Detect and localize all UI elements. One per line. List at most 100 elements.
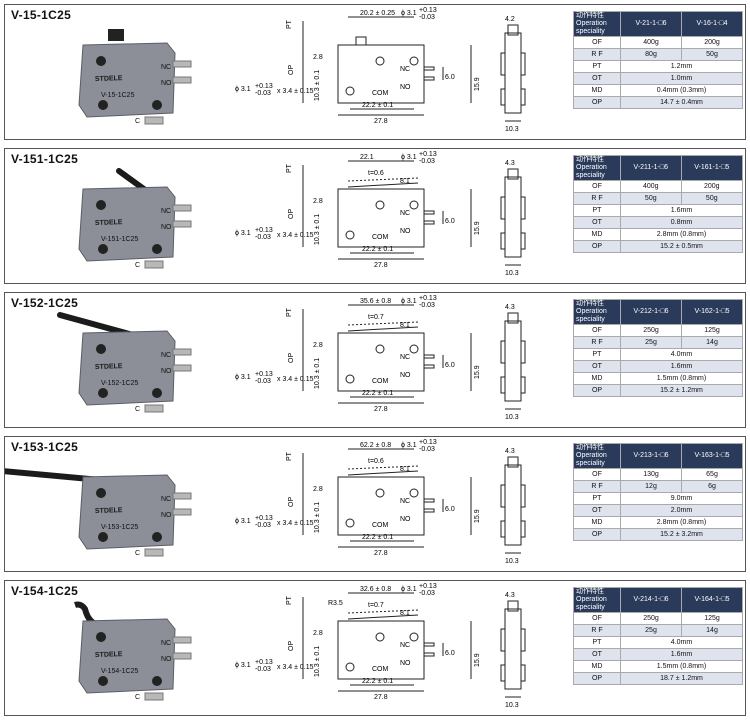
outline-hole [409,632,419,642]
dim-22-2: 22.2 ± 0.1 [362,102,393,109]
spec-value-a: 80g [620,48,682,61]
spec-row-label: R F [573,336,621,349]
dim-6-0: 6.0 [445,506,455,513]
dim-22-2: 22.2 ± 0.1 [362,534,393,541]
spec-row-label: PT [573,60,621,73]
dim-27-8: 27.8 [374,262,388,269]
spec-row-label: MD [573,228,621,241]
spec-row-label: OP [573,96,621,109]
dim-2-8: 2.8 [313,198,323,205]
outline-lever [347,326,419,332]
terminal-no [172,220,192,228]
dim-22-2: 22.2 ± 0.1 [362,678,393,685]
dim-side-10-3: 10.3 [505,414,519,421]
spec-row-label: R F [573,192,621,205]
spec-row-label: R F [573,48,621,61]
brand-logo: STDELE [95,507,123,515]
draw-label-nc: NC [400,354,410,361]
spec-title-cn: 动作特性 [576,588,604,595]
outline-terminal [423,642,435,647]
outline-hole [345,230,355,240]
dim-hole-dia-2: ϕ 3.1 [235,374,251,381]
spec-value-b: 14g [681,336,743,349]
dim-27-8: 27.8 [374,550,388,557]
spec-value: 4.0mm [620,348,743,361]
draw-label-com: COM [372,90,389,97]
dim-hole-dia: ϕ 3.1 [401,154,417,161]
spec-col-b: V-164-1-□5 [681,587,743,613]
spec-value: 1.5mm (0.8mm) [620,660,743,673]
spec-col-a: V-212-1-□6 [620,299,682,325]
side-view: 4.310.3 [500,160,526,277]
dim-hole-dia-2: ϕ 3.1 [235,518,251,525]
spec-col-b: V-163-1-□5 [681,443,743,469]
side-actuator [507,168,519,180]
spec-row-label: OF [573,468,621,481]
label-pt: PT [286,307,293,317]
spec-row-label: OT [573,72,621,85]
dim-10-3-tol: 10.3 ± 0.1 [314,646,321,677]
spec-value: 14.7 ± 0.4mm [620,96,743,109]
terminal-nc [172,492,192,500]
label-pt: PT [286,19,293,29]
terminal-no [172,76,192,84]
model-title: V-151-1C25 [11,152,79,166]
label-op: OP [288,353,295,363]
label-no: NO [161,368,172,375]
dim-top-length: 35.6 ± 0.8 [360,298,391,305]
draw-label-no: NO [400,228,411,235]
spec-value: 18.7 ± 1.2mm [620,672,743,685]
label-no: NO [161,512,172,519]
body-model-label: V-151-1C25 [101,236,138,243]
spec-row-label: PT [573,492,621,505]
spec-value-a: 25g [620,336,682,349]
dim-15-9: 15.9 [474,509,481,523]
dim-hole-tol-minus: -0.03 [419,302,435,309]
outline-plunger [355,36,367,46]
outline-hole [345,86,355,96]
outline-hole [345,518,355,528]
dim-hole-tol-plus-2: +0.13 [255,83,273,90]
dim-side-10-3: 10.3 [505,558,519,565]
dim-15-9: 15.9 [474,221,481,235]
dim-27-8: 27.8 [374,118,388,125]
label-op: OP [288,65,295,75]
brand-logo: STDELE [95,219,123,227]
spec-value-b: 50g [681,48,743,61]
body-model-label: V-153-1C25 [101,524,138,531]
spec-row-label: OF [573,36,621,49]
label-c: C [135,262,140,269]
label-op: OP [288,641,295,651]
mount-hole [152,100,162,110]
dim-6-0: 6.0 [445,74,455,81]
outline-hole [375,632,385,642]
side-outline [504,176,522,258]
dim-hole-tol-minus-2: -0.03 [255,522,271,529]
mount-hole [96,488,106,498]
spec-title-en: Operation speciality [576,452,607,467]
label-nc: NC [161,64,171,71]
spec-value: 1.6mm [620,360,743,373]
dim-top-length: 22.1 [360,154,374,161]
side-steps [500,196,526,250]
side-outline [504,320,522,402]
spec-row-label: OP [573,240,621,253]
dim-thickness: t=0.6 [368,170,384,177]
spec-col-a: V-211-1-□6 [620,155,682,181]
